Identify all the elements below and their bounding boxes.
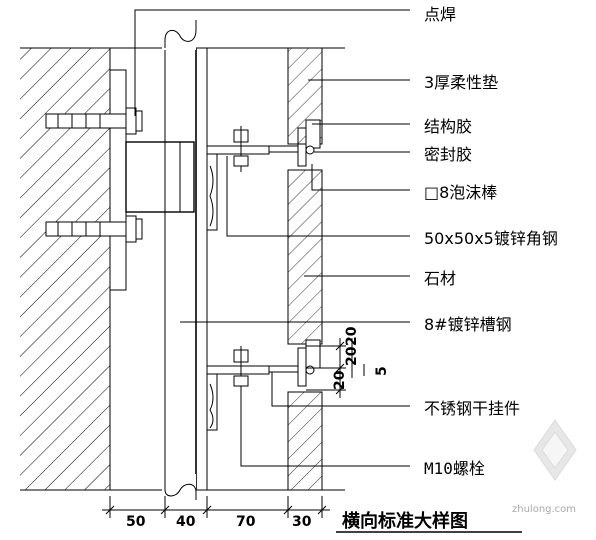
leader-lines	[134, 9, 410, 467]
dim-side-3: 20	[332, 370, 348, 390]
stone-panel	[287, 47, 323, 491]
break-symbol-top	[162, 20, 197, 50]
dim-bottom-3: 70	[236, 514, 256, 530]
side-dimension	[306, 338, 365, 398]
label-sealant: 密封胶	[424, 145, 472, 164]
drawing-title: 横向标准大样图	[342, 510, 468, 532]
channel-steel	[164, 48, 208, 490]
label-structural-glue: 结构胶	[424, 117, 472, 136]
steel-connector	[125, 141, 195, 213]
dim-bottom-2: 40	[176, 514, 196, 530]
label-stainless-hanger: 不锈钢干挂件	[424, 399, 520, 418]
label-soft-pad: 3厚柔性垫	[424, 73, 498, 92]
bolt-lower	[233, 346, 249, 392]
anchor-bolt-upper	[45, 107, 143, 135]
label-stone: 石材	[424, 269, 456, 288]
label-channel-steel: 8#镀锌槽钢	[424, 315, 512, 334]
embedded-plate	[109, 69, 127, 291]
label-angle-steel: 50x50x5镀锌角钢	[424, 229, 558, 248]
label-spot-weld: 点焊	[424, 5, 456, 24]
dim-bottom-1: 50	[126, 514, 146, 530]
anchor-bolt-lower	[45, 215, 143, 243]
break-symbol-bottom	[162, 474, 197, 500]
stainless-hanger-lower	[268, 347, 307, 387]
dim-bottom-4: 30	[292, 514, 312, 530]
dim-side-4: 5	[374, 366, 390, 376]
watermark-logo	[533, 419, 577, 481]
label-foam-rod: □8泡沫棒	[424, 183, 497, 202]
label-bolt: M10螺栓	[424, 459, 485, 478]
bolt-upper	[233, 126, 249, 172]
watermark-text: zhulong.com	[512, 504, 576, 515]
bottom-dimension	[102, 496, 330, 518]
dim-side-1: 20	[344, 346, 360, 366]
dim-side-2: 20	[344, 326, 360, 346]
